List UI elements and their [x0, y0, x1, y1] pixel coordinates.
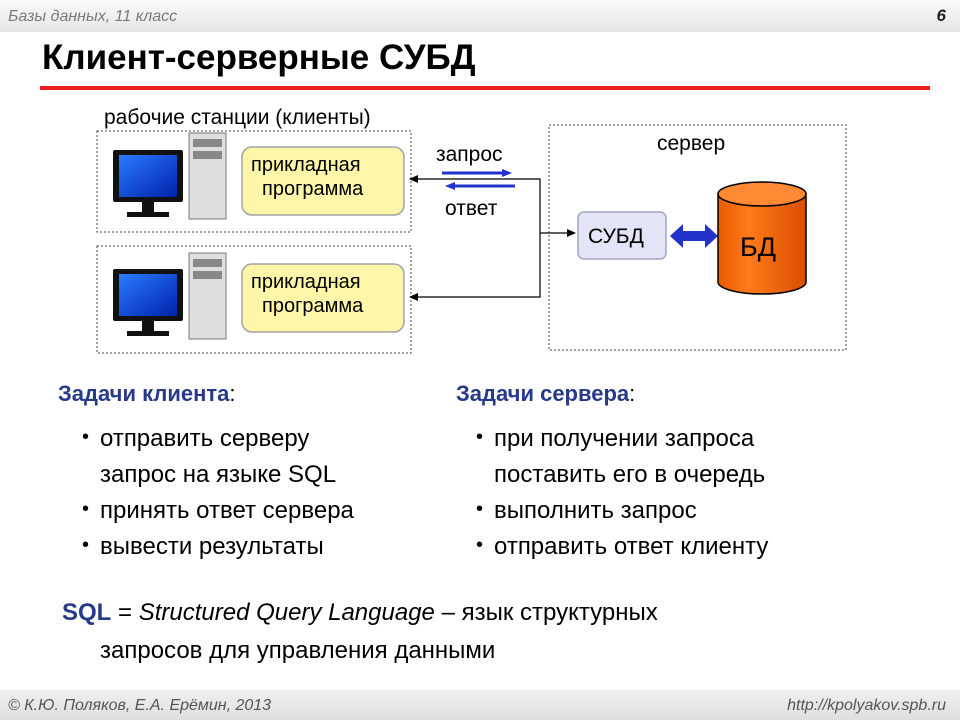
request-label: запрос [436, 143, 503, 166]
list-item: отправить серверу запрос на языке SQL [82, 419, 354, 493]
footer-bar [0, 690, 960, 720]
slide-title: Клиент-серверные СУБД [42, 38, 476, 77]
response-arrow [445, 182, 515, 190]
course-label: Базы данных, 11 класс [8, 8, 178, 25]
app-label-line1: прикладная [251, 271, 361, 293]
sql-keyword: SQL [62, 599, 112, 626]
app-label-line2: программа [262, 295, 364, 317]
sql-equals: = [111, 599, 139, 626]
heading-colon: : [629, 381, 636, 406]
task-line: при получении запроса [494, 425, 755, 452]
task-line: выполнить запрос [494, 497, 697, 524]
copyright: © К.Ю. Поляков, Е.А. Ерёмин, 2013 [8, 697, 272, 714]
client-box [96, 130, 412, 233]
client-tasks-heading-text: Задачи клиента [58, 381, 230, 406]
app-label-line1: прикладная [251, 154, 361, 176]
task-line: запрос на языке SQL [100, 461, 337, 488]
response-label: ответ [445, 197, 498, 220]
monitor-icon [113, 150, 183, 217]
site-link[interactable]: http://kpolyakov.spb.ru [787, 697, 946, 714]
client-box [96, 245, 412, 354]
task-line: поставить его в очередь [494, 461, 766, 488]
list-item: выполнить запрос [476, 491, 768, 529]
server-box [548, 124, 847, 351]
client-task-list: отправить серверу запрос на языке SQL при… [82, 419, 354, 565]
sql-definition: SQL = Structured Query Language – язык с… [62, 594, 922, 670]
title-underline [40, 86, 930, 90]
task-line: принять ответ сервера [100, 497, 354, 524]
sql-definition-text: – язык структурных [434, 599, 658, 626]
server-tasks: Задачи сервера: при получении запроса пос… [456, 381, 768, 565]
task-line: отправить серверу [100, 425, 310, 452]
dbms-label: СУБД [588, 225, 644, 248]
list-item: отправить ответ клиенту [476, 527, 769, 565]
request-arrow [442, 169, 512, 177]
server-label: сервер [657, 132, 725, 155]
app-box [241, 146, 405, 216]
double-arrow [670, 224, 718, 248]
monitor-icon [113, 269, 183, 336]
dbms-box [577, 211, 667, 260]
task-line: отправить ответ клиенту [494, 533, 769, 560]
server-task-list: при получении запроса поставить его в оче… [476, 419, 769, 565]
client-tasks: Задачи клиента: отправить серверу запрос … [58, 381, 354, 565]
app-box [241, 263, 405, 333]
list-item: принять ответ сервера [82, 491, 354, 529]
task-line: вывести результаты [100, 533, 324, 560]
system-unit-icon [188, 252, 227, 340]
app-label-line2: программа [262, 178, 364, 200]
client-server-diagram: рабочие станции (клиенты) прикладная про… [96, 106, 847, 354]
client-tasks-heading: Задачи клиента: [58, 381, 354, 407]
page-number: 6 [936, 6, 946, 25]
heading-colon: : [229, 381, 236, 406]
db-label: БД [740, 232, 776, 262]
sql-definition-line2: запросов для управления данными [100, 637, 496, 664]
top-bar [0, 0, 960, 32]
list-item: при получении запроса поставить его в оче… [476, 419, 768, 493]
server-tasks-heading-text: Задачи сервера [456, 381, 630, 406]
database-cylinder [717, 181, 807, 295]
list-item: вывести результаты [82, 527, 354, 565]
system-unit-icon [188, 132, 227, 220]
clients-label: рабочие станции (клиенты) [104, 106, 371, 129]
server-tasks-heading: Задачи сервера: [456, 381, 768, 407]
sql-expansion: Structured Query Language [138, 599, 435, 626]
connection-lines [409, 175, 576, 301]
